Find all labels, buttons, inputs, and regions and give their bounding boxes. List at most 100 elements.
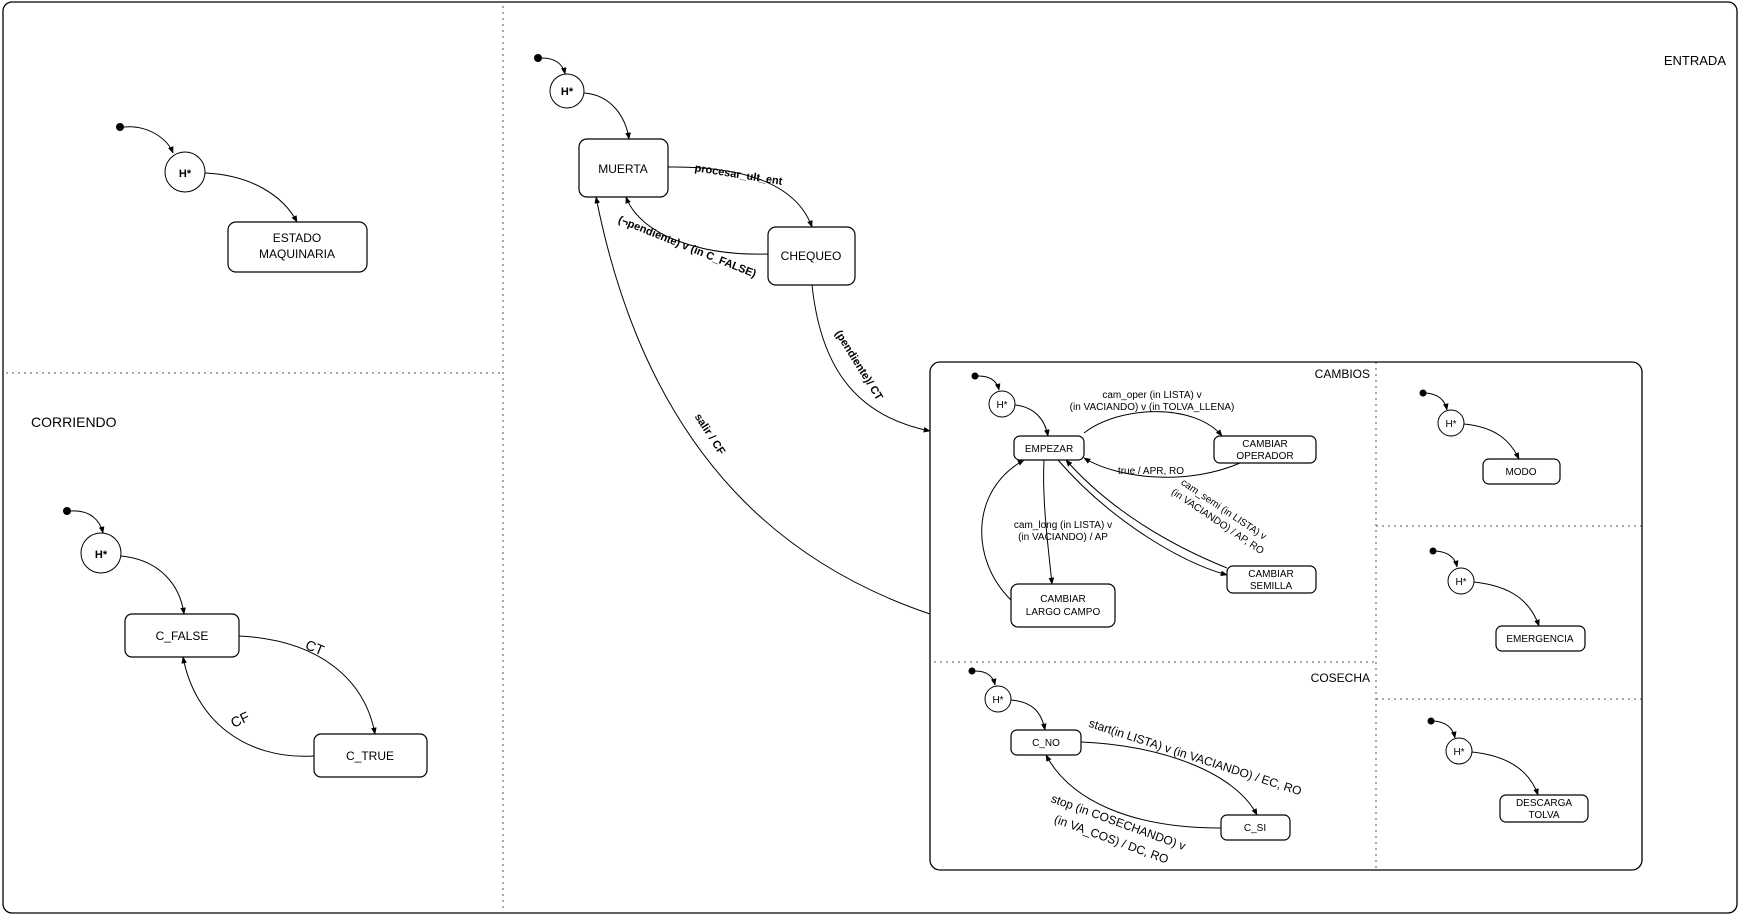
transition-cf [181,656,315,757]
state-label: CHEQUEO [781,249,842,263]
state-muerta [578,138,669,198]
initial-transition [123,126,174,154]
composite-state-container [929,361,1643,871]
transition-procesar [667,166,813,228]
transition-start [1080,741,1258,816]
region-label-corriendo: CORRIENDO [31,414,117,430]
transition-label-cam-oper: cam_oper (in LISTA) v [1102,390,1201,401]
transition-no-pendiente [625,196,769,255]
initial-transition [977,375,1001,391]
initial-transition [974,670,997,686]
transition-pendiente [811,284,931,433]
region-modo: H* MODO [1419,389,1561,485]
history-label: H* [996,400,1007,411]
transition-label-true-apr: true / APR, RO [1118,466,1184,477]
state-label: CAMBIAR [1040,594,1086,605]
transition-label-cam-long: cam_long (in LISTA) v [1014,520,1112,531]
transition-cam-long [1043,459,1055,585]
history-label: H* [561,86,574,98]
state-label: C_SI [1244,823,1266,834]
initial-dot [63,507,71,515]
transition-cam-semi [1057,459,1228,577]
region-descarga-tolva: H* DESCARGA TOLVA [1427,717,1589,823]
history-to-muerta-transition [583,92,631,140]
state-label: C_TRUE [346,749,394,763]
region-separators [6,6,1642,910]
initial-dot [116,123,124,131]
history-to-empezar-transition [1014,404,1050,437]
history-state [80,532,122,574]
history-label: H* [179,168,192,180]
history-state [988,390,1016,418]
transition-cam-oper [1083,411,1223,437]
transition-true-apr [1083,457,1241,478]
state-label: EMERGENCIA [1506,634,1574,645]
state-empezar [1013,435,1085,461]
history-state [984,685,1012,713]
history-state [1437,409,1465,437]
transition-ct [238,635,377,735]
region-top-left: H* ESTADO MAQUINARIA [116,123,368,273]
state-label: MUERTA [598,162,648,176]
transition-label-cam-long: (in VACIANDO) / AP [1018,532,1108,543]
history-to-modo-transition [1463,423,1520,460]
state-label: MAQUINARIA [259,247,335,261]
transition-largo-back [981,459,1025,601]
transition-label-cam-oper: (in VACIANDO) v (in TOLVA_LLENA) [1070,402,1235,413]
state-label: LARGO CAMPO [1026,607,1101,618]
initial-transition [1435,550,1459,568]
initial-dot [534,54,542,62]
history-label: H* [95,549,108,561]
state-label: MODO [1505,467,1536,478]
initial-transition [1425,392,1449,411]
state-emergencia [1495,625,1586,652]
state-label: CAMBIAR [1242,439,1288,450]
history-label: H* [1445,419,1456,430]
state-descarga-tolva [1499,794,1589,823]
history-label: H* [992,695,1003,706]
state-label: DESCARGA [1516,798,1572,809]
initial-dot [971,372,979,380]
transition-semilla-back [1065,459,1228,569]
history-label: H* [1455,577,1466,588]
region-corriendo: H* C_FALSE C_TRUE CT CF [63,507,428,778]
initial-dot [1419,389,1427,397]
initial-dot [968,667,976,675]
transition-label-ct: CT [303,636,327,658]
history-state [1447,567,1475,595]
state-cambiar-semilla [1226,565,1317,594]
state-label: OPERADOR [1236,451,1293,462]
region-label-cambios: CAMBIOS [1315,367,1370,381]
state-c-true [313,733,428,778]
transition-salir [594,196,931,615]
state-label: ESTADO [273,231,321,245]
region-emergencia: H* EMERGENCIA [1429,547,1586,652]
history-state [549,73,585,109]
initial-transition [70,510,105,534]
region-label-entrada: ENTRADA [1664,53,1726,68]
state-cambiar-operador [1213,435,1317,464]
history-label: H* [1453,747,1464,758]
initial-dot [1429,547,1437,555]
state-label: EMPEZAR [1025,444,1073,455]
history-state [164,151,206,193]
state-label: CAMBIAR [1248,569,1294,580]
history-to-estado-transition [204,172,298,223]
history-to-c-false-transition [120,555,186,615]
state-label: SEMILLA [1250,581,1293,592]
history-to-emergencia-transition [1473,581,1540,627]
state-label: C_FALSE [156,629,209,643]
history-state [1445,737,1473,765]
initial-dot [1427,717,1435,725]
state-modo [1482,458,1561,485]
state-cambiar-largo-campo [1010,583,1116,628]
state-estado-maquinaria [227,221,368,273]
state-label: TOLVA [1528,810,1559,821]
initial-transition [1433,720,1457,739]
transition-label-cf: CF [228,708,252,730]
initial-transition [541,57,567,75]
transition-stop [1045,754,1222,829]
state-label: C_NO [1032,738,1060,749]
